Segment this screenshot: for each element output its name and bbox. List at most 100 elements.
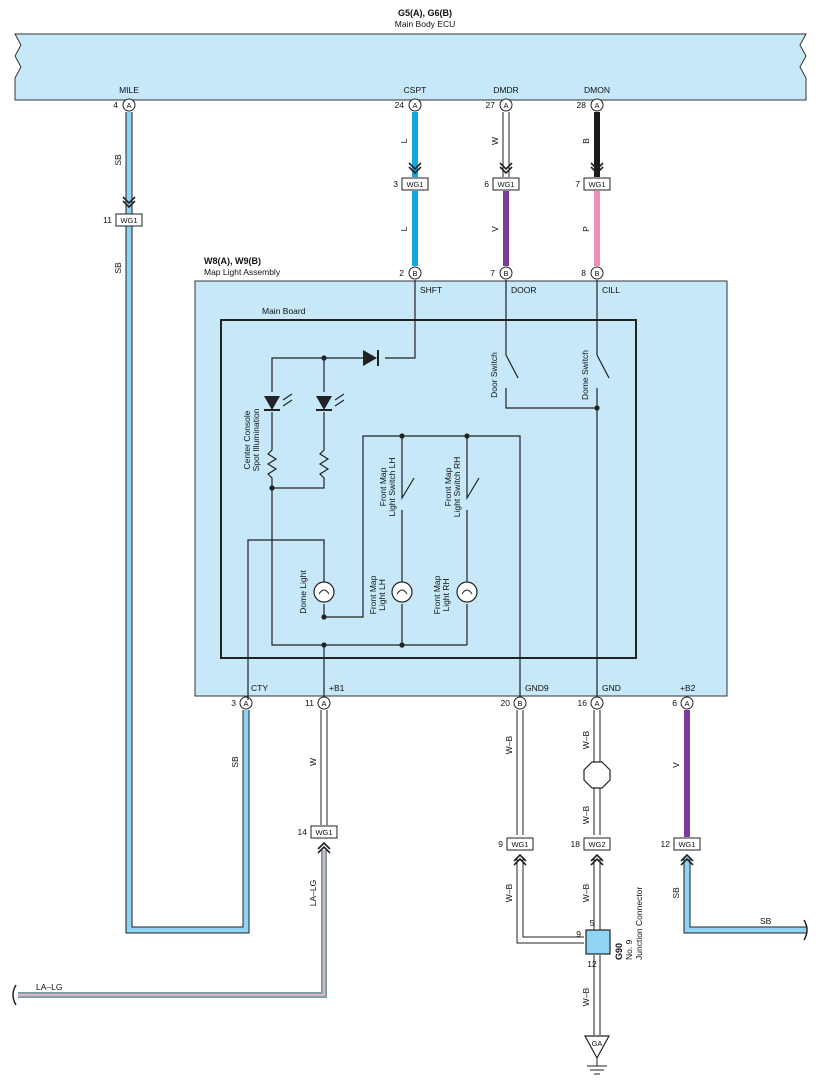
svg-text:9: 9 [576, 929, 581, 939]
svg-text:Front Map: Front Map [432, 575, 442, 614]
assembly-title: W8(A), W9(B) [204, 256, 261, 266]
assembly-pin-shft: 2 B SHFT [399, 266, 442, 295]
svg-text:SB: SB [760, 916, 772, 926]
ground-ga: GA [583, 1035, 611, 1075]
svg-text:WG1: WG1 [678, 840, 695, 849]
svg-text:WG2: WG2 [588, 840, 605, 849]
svg-text:Front Map: Front Map [368, 575, 378, 614]
svg-text:W–B: W–B [581, 730, 591, 749]
assembly-pin-cill: 8 B CILL [581, 266, 620, 295]
ecu-subtitle: Main Body ECU [395, 19, 455, 29]
svg-text:Light Switch RH: Light Switch RH [452, 457, 462, 517]
svg-text:L: L [399, 138, 409, 143]
ecu-pin-dmdr: DMDR 27 A [486, 85, 519, 112]
svg-text:Light RH: Light RH [441, 578, 451, 611]
svg-text:6: 6 [484, 179, 489, 189]
break-mark-left [12, 984, 17, 1006]
svg-text:WG1: WG1 [497, 180, 514, 189]
svg-text:Dome Light: Dome Light [298, 570, 308, 614]
connector-wg1-b2: WG1 12 [661, 837, 701, 866]
svg-text:WG1: WG1 [511, 840, 528, 849]
svg-text:A: A [684, 699, 689, 708]
led-left [264, 393, 293, 411]
svg-text:CTY: CTY [251, 683, 268, 693]
svg-text:11: 11 [305, 698, 314, 708]
svg-text:28: 28 [577, 100, 587, 110]
junction-dots [269, 355, 600, 648]
svg-text:WG1: WG1 [315, 828, 332, 837]
svg-text:Junction Connector: Junction Connector [634, 887, 644, 960]
svg-text:DMON: DMON [584, 85, 610, 95]
svg-text:7: 7 [575, 179, 580, 189]
svg-text:L: L [399, 226, 409, 231]
connector-wg1-gnd9: WG1 9 [498, 837, 534, 866]
svg-text:5: 5 [590, 918, 595, 928]
svg-text:WG1: WG1 [120, 216, 137, 225]
svg-text:Light LH: Light LH [377, 579, 387, 611]
svg-text:27: 27 [486, 100, 496, 110]
svg-text:A: A [594, 699, 599, 708]
svg-text:9: 9 [498, 839, 503, 849]
svg-text:WG1: WG1 [406, 180, 423, 189]
svg-text:A: A [321, 699, 326, 708]
junction-connector-g90: 5 9 12 G90 No. 9 Junction Connector [576, 887, 644, 969]
svg-text:No. 9: No. 9 [624, 939, 634, 960]
assembly-pin-b1: +B1 11 A [305, 683, 345, 710]
svg-text:4: 4 [113, 100, 118, 110]
connector-wg2-gnd: WG2 18 [571, 837, 611, 866]
svg-text:GND9: GND9 [525, 683, 549, 693]
svg-text:18: 18 [571, 839, 581, 849]
svg-text:A: A [243, 699, 248, 708]
svg-text:LA–LG: LA–LG [308, 880, 318, 906]
wire-mile-fill [126, 112, 249, 933]
svg-text:B: B [581, 138, 591, 144]
svg-text:3: 3 [393, 179, 398, 189]
assembly-subtitle: Map Light Assembly [204, 267, 281, 277]
svg-text:V: V [490, 226, 500, 232]
svg-text:2: 2 [399, 268, 404, 278]
assembly-pin-cty: CTY 3 A [231, 683, 268, 710]
svg-text:Front Map: Front Map [378, 467, 388, 506]
svg-text:11: 11 [103, 215, 112, 225]
wire-la-lg-stripe [18, 850, 326, 997]
svg-text:SB: SB [671, 887, 681, 899]
connector-wg1-cspt: WG1 3 [393, 162, 429, 191]
svg-text:A: A [412, 101, 417, 110]
connector-wg1-mile: WG1 11 [103, 196, 143, 227]
svg-text:Dome Switch: Dome Switch [580, 350, 590, 400]
main-board-label: Main Board [262, 306, 306, 316]
svg-text:3: 3 [231, 698, 236, 708]
svg-text:24: 24 [395, 100, 405, 110]
ecu-pin-mile: MILE 4 A [113, 85, 139, 112]
svg-text:DMDR: DMDR [493, 85, 519, 95]
svg-text:W: W [490, 137, 500, 145]
wire-gnd9 [517, 710, 584, 943]
main-board [220, 319, 637, 659]
svg-text:14: 14 [298, 827, 308, 837]
wire-la-lg [18, 850, 327, 998]
front-map-light-rh-bulb [456, 581, 478, 603]
connector-wg1-dmon: WG1 7 [575, 162, 611, 191]
svg-text:DOOR: DOOR [511, 285, 537, 295]
svg-text:W–B: W–B [581, 883, 591, 902]
svg-text:V: V [671, 762, 681, 768]
svg-text:P: P [581, 226, 591, 232]
svg-text:W: W [308, 758, 318, 766]
main-body-ecu [14, 33, 807, 101]
svg-text:G90: G90 [614, 943, 624, 960]
svg-text:GA: GA [592, 1039, 603, 1048]
splice-octagon [583, 761, 611, 789]
svg-text:16: 16 [578, 698, 588, 708]
svg-text:Front Map: Front Map [443, 467, 453, 506]
front-map-light-lh-bulb [391, 581, 413, 603]
ecu-title: G5(A), G6(B) [398, 8, 452, 18]
component-labels: Center Console Spot Illumination Door Sw… [242, 350, 590, 615]
svg-text:SB: SB [113, 262, 123, 274]
svg-text:A: A [503, 101, 508, 110]
svg-text:Light Switch LH: Light Switch LH [387, 457, 397, 516]
svg-text:A: A [126, 101, 131, 110]
svg-text:W–B: W–B [504, 883, 514, 902]
svg-text:7: 7 [490, 268, 495, 278]
svg-text:Door Switch: Door Switch [489, 352, 499, 398]
